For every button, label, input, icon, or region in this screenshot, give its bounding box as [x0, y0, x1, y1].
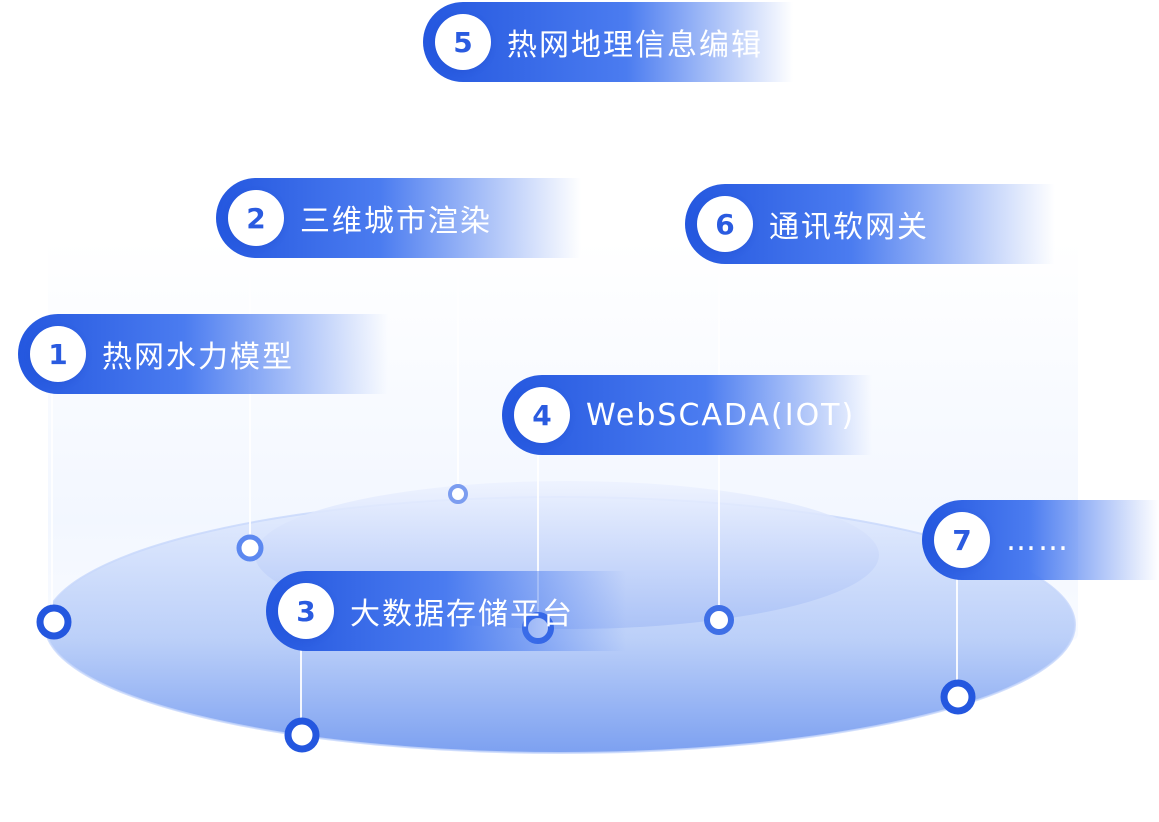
label-text-2: 三维城市渲染	[300, 204, 492, 239]
node-1	[36, 604, 72, 640]
node-7	[940, 679, 976, 715]
label-number-2: 2	[228, 190, 284, 246]
label-more: 7 ……	[922, 500, 1159, 580]
label-comm-gateway: 6 通讯软网关	[685, 184, 1055, 264]
label-big-data-platform: 3 大数据存储平台	[266, 571, 626, 651]
label-number-7: 7	[934, 512, 990, 568]
label-number-3: 3	[278, 583, 334, 639]
label-webscada: 4 WebSCADA(IOT)	[502, 375, 872, 455]
label-text-4: WebSCADA(IOT)	[586, 397, 856, 433]
label-number-5: 5	[435, 14, 491, 70]
label-hydraulic-model: 1 热网水力模型	[18, 314, 388, 394]
label-text-3: 大数据存储平台	[350, 597, 574, 632]
label-number-6: 6	[697, 196, 753, 252]
label-number-1: 1	[30, 326, 86, 382]
label-text-7: ……	[1006, 522, 1070, 558]
label-3d-city-render: 2 三维城市渲染	[216, 178, 581, 258]
node-3	[284, 717, 320, 753]
node-5	[448, 484, 468, 504]
label-number-4: 4	[514, 387, 570, 443]
label-text-6: 通讯软网关	[769, 210, 929, 245]
node-6	[704, 605, 734, 635]
node-2	[236, 534, 264, 562]
label-gis-editing: 5 热网地理信息编辑	[423, 2, 793, 82]
label-text-1: 热网水力模型	[102, 340, 294, 375]
label-text-5: 热网地理信息编辑	[507, 28, 763, 63]
